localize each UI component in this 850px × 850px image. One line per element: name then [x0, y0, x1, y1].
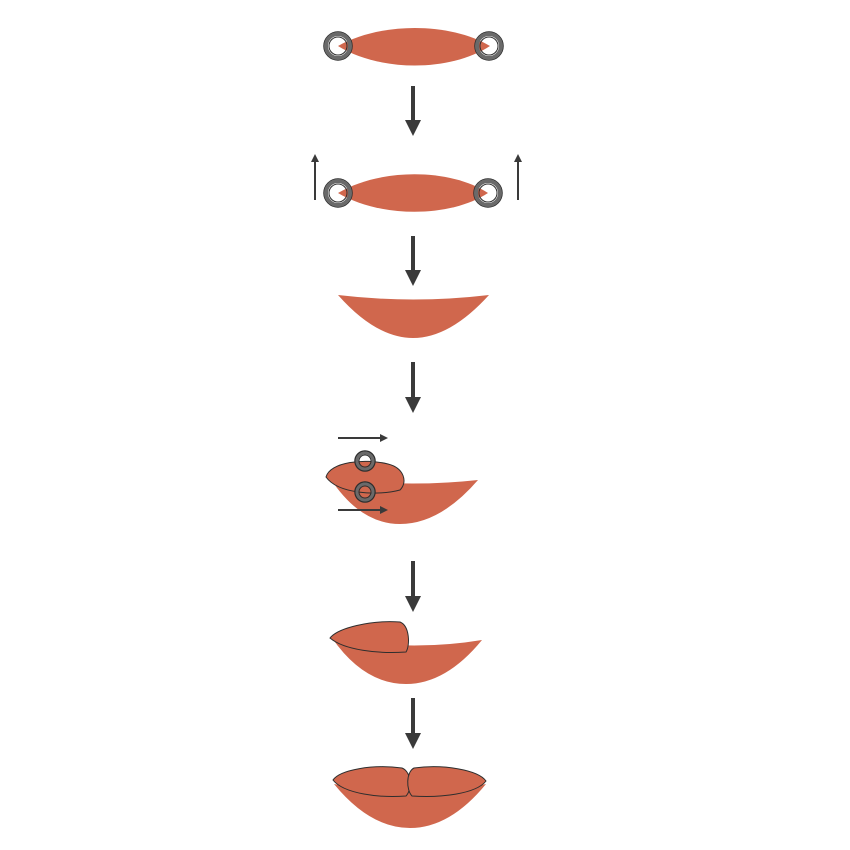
step-4-upper-lip-sketch — [325, 434, 478, 524]
anchor-handle-icon — [474, 31, 504, 61]
anchor-handle-icon — [354, 481, 376, 503]
step-6-complete-lips — [332, 766, 487, 828]
anchor-handle-icon — [323, 31, 353, 61]
step-1-lens-shape — [323, 28, 504, 66]
anchor-handle-icon — [323, 178, 353, 208]
upper-lip-half — [329, 621, 409, 653]
anchor-handle-icon — [354, 450, 376, 472]
step-2-lens-with-up-pulls — [311, 154, 522, 212]
step-5-half-upper-lip — [329, 621, 482, 684]
lens-shape — [338, 174, 488, 212]
lens-shape — [338, 28, 490, 66]
step-3-lower-lip-shape — [338, 295, 489, 338]
upper-lip-right — [407, 766, 487, 797]
lower-lip-shape — [338, 295, 489, 338]
anchor-handle-icon — [473, 178, 503, 208]
